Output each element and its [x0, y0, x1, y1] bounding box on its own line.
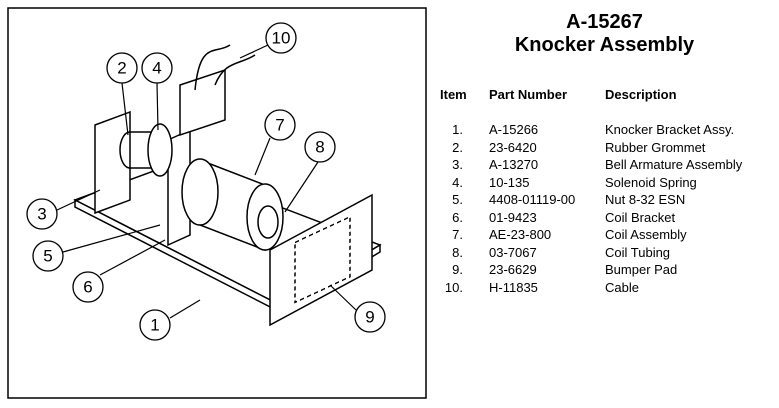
- cell-part-number: 10-135: [489, 174, 530, 190]
- cell-part-number: 23-6420: [489, 139, 537, 155]
- callout-2: 2: [106, 52, 138, 84]
- right-bracket: [269, 193, 373, 327]
- cell-part-number: 23-6629: [489, 262, 537, 277]
- cell-description: Coil Tubing: [605, 244, 671, 260]
- callout-8: 8: [304, 131, 336, 163]
- cell-description: Rubber Grommet: [605, 139, 706, 155]
- solenoid-spring: [147, 123, 173, 177]
- cell-item: 6.: [452, 209, 463, 225]
- header-item: Item: [440, 87, 467, 102]
- cell-description: Bell Armature Assembly: [605, 157, 743, 172]
- callouts: 1 2 3 4 5 6 7 8 9 10: [26, 22, 386, 341]
- svg-text:9: 9: [365, 308, 374, 327]
- callout-1: 1: [139, 309, 171, 341]
- cell-description: Nut 8-32 ESN: [605, 192, 686, 207]
- callout-10: 10: [265, 22, 297, 54]
- exploded-parts-diagram: 1 2 3 4 5 6 7 8 9 10: [7, 7, 427, 399]
- cell-description: Knocker Bracket Assy.: [605, 122, 735, 137]
- cell-item: 9.: [452, 262, 463, 277]
- cell-item: 2.: [452, 139, 463, 155]
- svg-text:6: 6: [83, 278, 92, 297]
- assembly-drawing: [73, 44, 382, 327]
- cell-item: 1.: [452, 122, 463, 137]
- cell-description: Coil Assembly: [605, 227, 687, 242]
- left-bracket: [94, 110, 131, 215]
- cell-part-number: 03-7067: [489, 244, 537, 260]
- svg-text:4: 4: [152, 59, 161, 78]
- diagram-frame: [7, 7, 427, 399]
- cell-description: Cable: [605, 279, 639, 295]
- cell-description: Solenoid Spring: [605, 174, 697, 190]
- cell-item: 8.: [452, 244, 463, 260]
- callout-4: 4: [141, 52, 173, 84]
- svg-text:8: 8: [315, 138, 324, 157]
- cell-description: Bumper Pad: [605, 262, 678, 277]
- coil-tubing: [257, 205, 279, 239]
- cell-item: 5.: [452, 192, 463, 207]
- svg-text:2: 2: [117, 59, 126, 78]
- callout-7: 7: [264, 109, 296, 141]
- cell-item: 4.: [452, 174, 463, 190]
- cell-part-number: H-11835: [489, 279, 538, 295]
- svg-text:5: 5: [43, 247, 52, 266]
- cell-part-number: 4408-01119-00: [489, 192, 576, 207]
- cell-description: Coil Bracket: [605, 209, 676, 225]
- assembly-part-number: A-15267: [566, 11, 643, 33]
- cell-item: 10.: [444, 279, 463, 295]
- callout-5: 5: [32, 240, 64, 272]
- cell-part-number: A-15266: [489, 122, 539, 137]
- cell-item: 3.: [452, 157, 463, 172]
- svg-text:3: 3: [37, 205, 46, 224]
- cell-part-number: A-13270: [489, 157, 539, 172]
- cell-part-number: AE-23-800: [489, 227, 552, 242]
- leader-lines: [56, 44, 357, 319]
- svg-text:1: 1: [150, 316, 159, 335]
- header-part-number: Part Number: [489, 87, 568, 102]
- bumper-pad: [294, 215, 351, 304]
- callout-6: 6: [72, 271, 104, 303]
- assembly-title: Knocker Assembly: [514, 34, 695, 56]
- callout-3: 3: [26, 198, 58, 230]
- cell-part-number: 01-9423: [489, 209, 537, 225]
- callout-9: 9: [354, 301, 386, 333]
- svg-text:7: 7: [275, 116, 284, 135]
- svg-text:10: 10: [272, 29, 291, 48]
- header-description: Description: [605, 87, 677, 102]
- cell-item: 7.: [452, 227, 463, 242]
